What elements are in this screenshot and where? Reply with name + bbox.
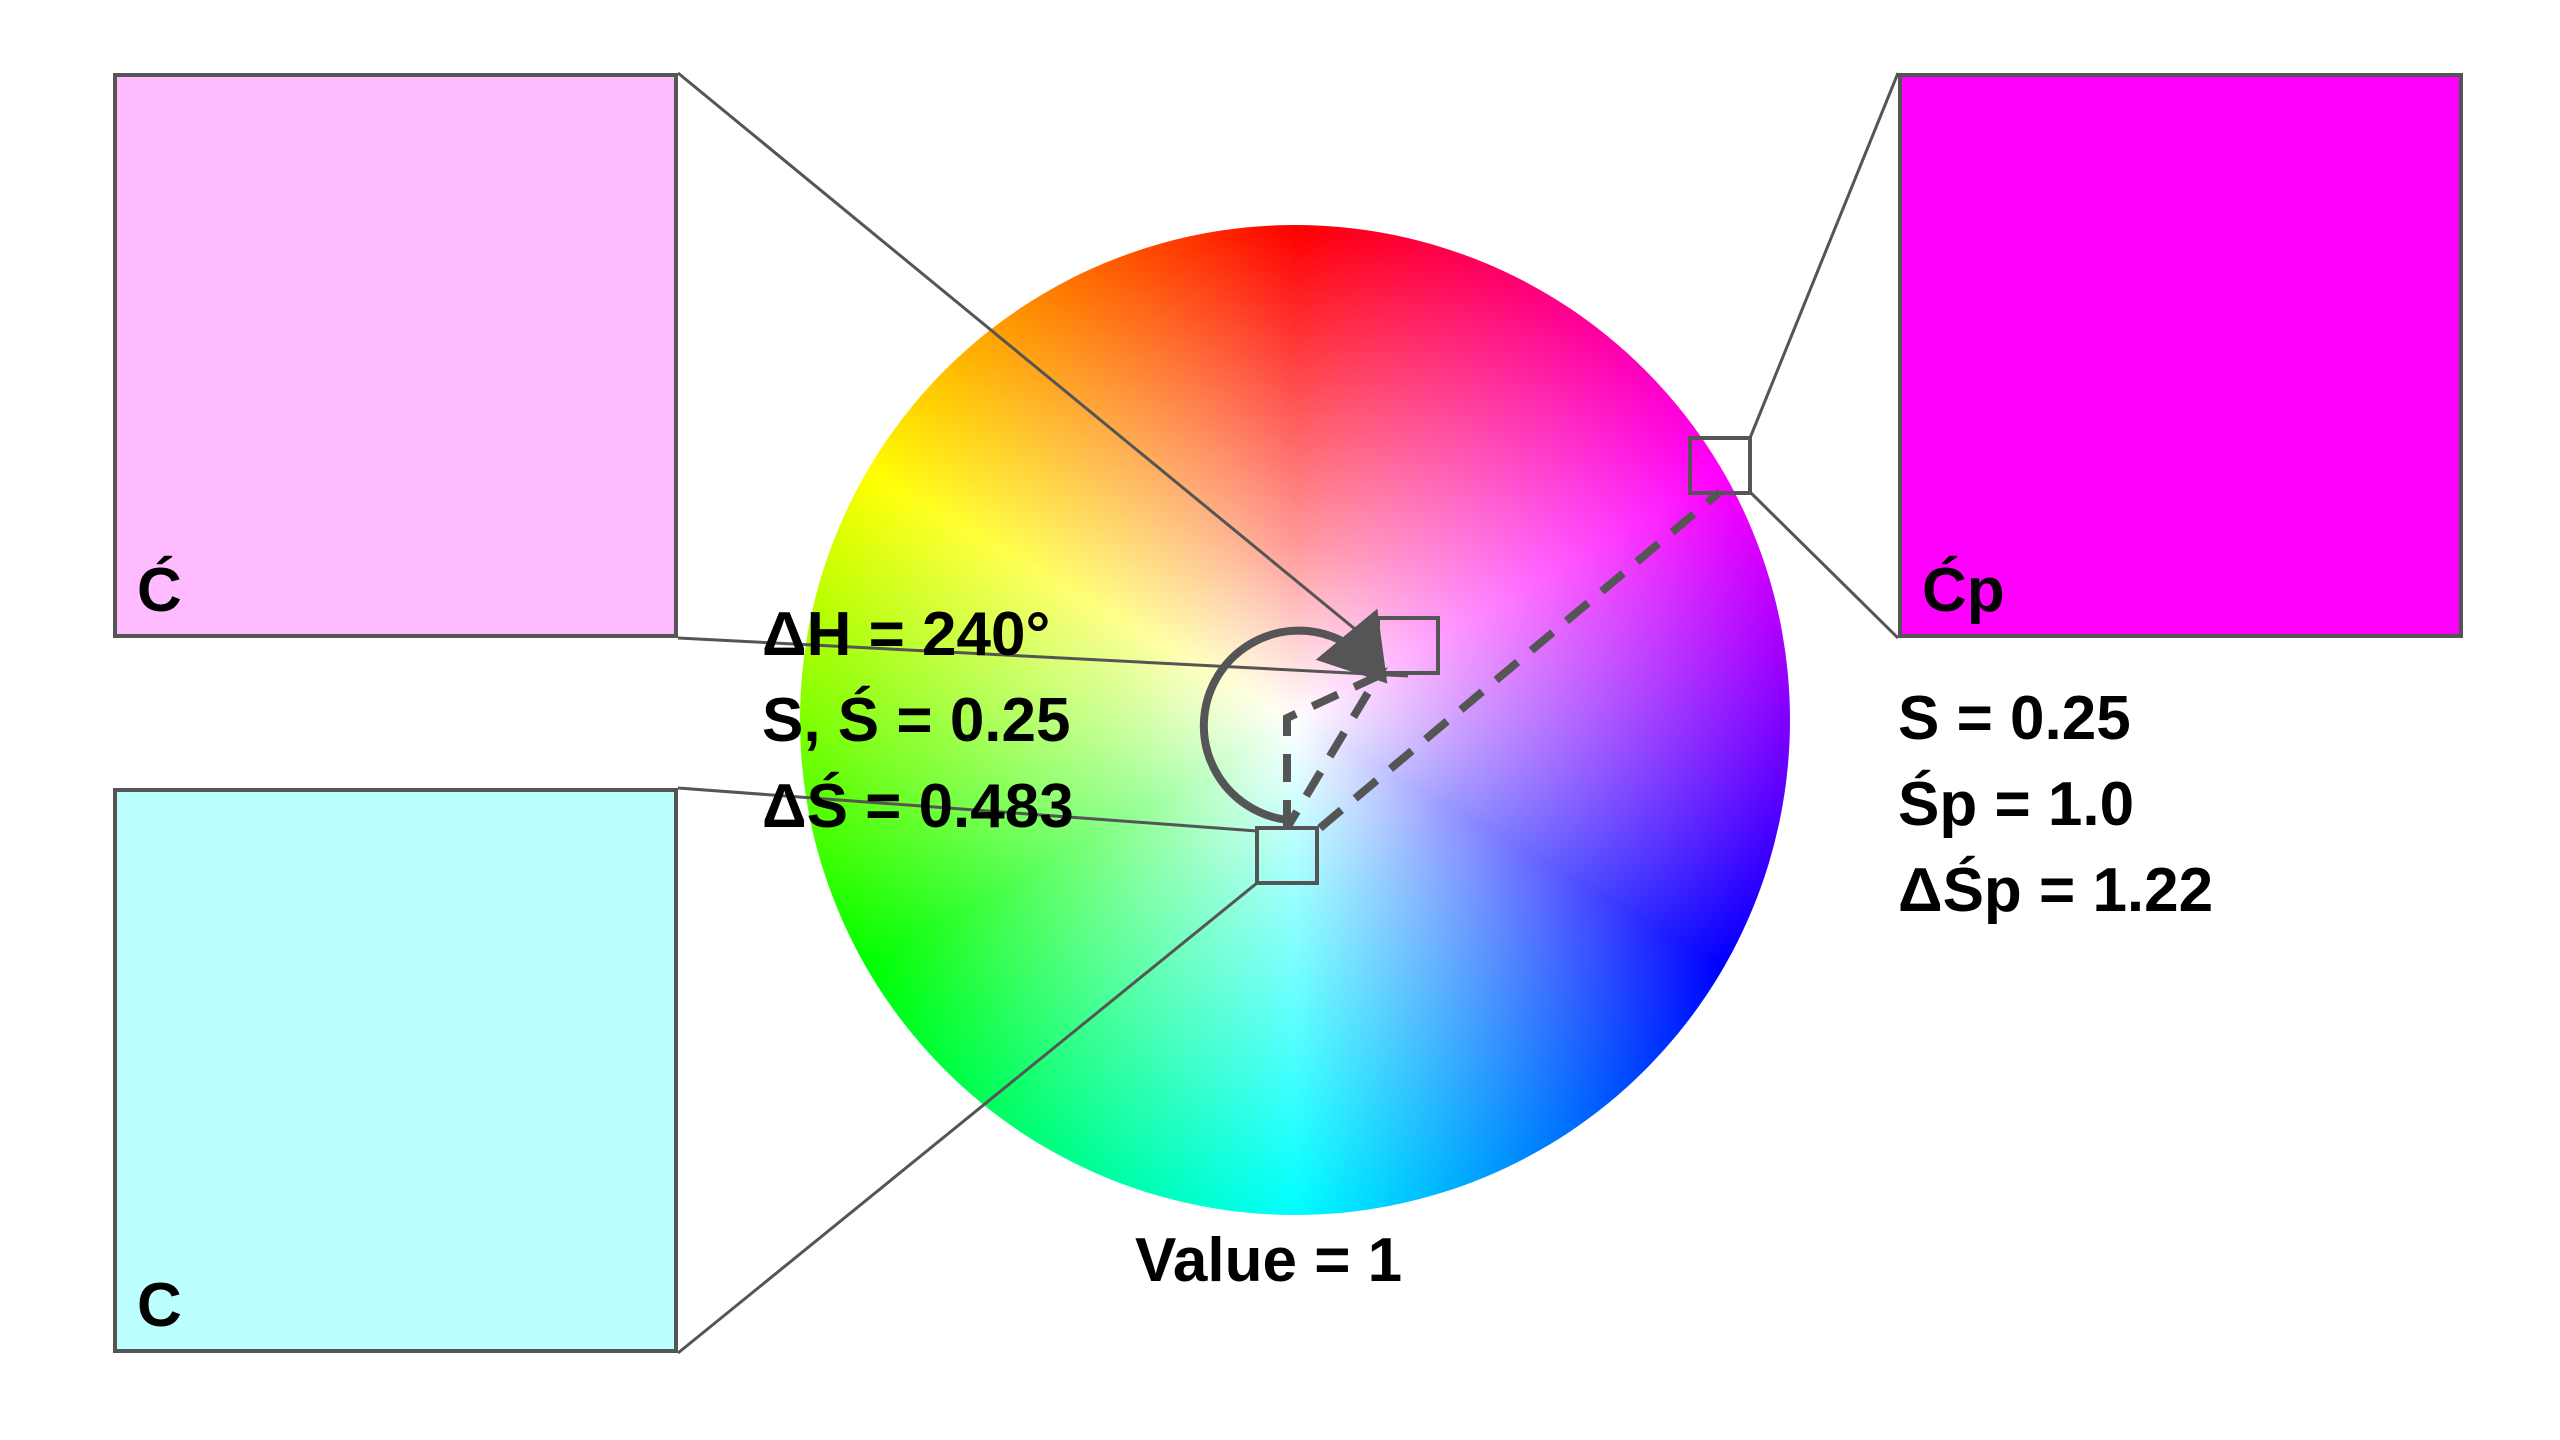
connector-cp-top (1748, 72, 1900, 439)
right-stats: S = 0.25 Śp = 1.0 ΔŚp = 1.22 (1898, 676, 2213, 934)
sample-box-c (1255, 826, 1319, 885)
connector-c-top (677, 786, 1258, 833)
sample-box-c-prime (1376, 616, 1440, 675)
delta-sp-text: ΔŚp = 1.22 (1898, 856, 2214, 925)
connector-c-bottom (677, 881, 1258, 1355)
saturation-text: S, Ś = 0.25 (762, 686, 1071, 755)
connector-cp-bottom (1748, 490, 1900, 640)
dashed-projection-line (1317, 488, 1723, 832)
hue-rotation-arrow (1199, 608, 1388, 824)
swatch-c-prime-label: Ć (137, 556, 182, 625)
right-saturation-text: S = 0.25 (1898, 684, 2131, 753)
delta-h-text: ΔH = 240° (762, 600, 1051, 669)
swatch-c: C (113, 788, 678, 1353)
swatch-c-prime: Ć (113, 73, 678, 638)
connector-c-prime-bottom (677, 636, 1409, 678)
swatch-cp-label: Ćp (1922, 556, 2005, 625)
sp-text: Śp = 1.0 (1898, 770, 2135, 839)
swatch-c-label: C (137, 1271, 182, 1340)
saturation-gradient (800, 225, 1790, 1215)
dashed-saturation-path (1283, 666, 1389, 831)
value-caption: Value = 1 (1135, 1226, 1403, 1295)
swatch-cp: Ćp (1898, 73, 2463, 638)
left-stats: ΔH = 240° S, Ś = 0.25 ΔŚ = 0.483 (762, 592, 1074, 850)
sample-box-cp (1688, 436, 1752, 495)
delta-s-text: ΔŚ = 0.483 (762, 772, 1074, 841)
connector-c-prime-top (677, 71, 1379, 650)
